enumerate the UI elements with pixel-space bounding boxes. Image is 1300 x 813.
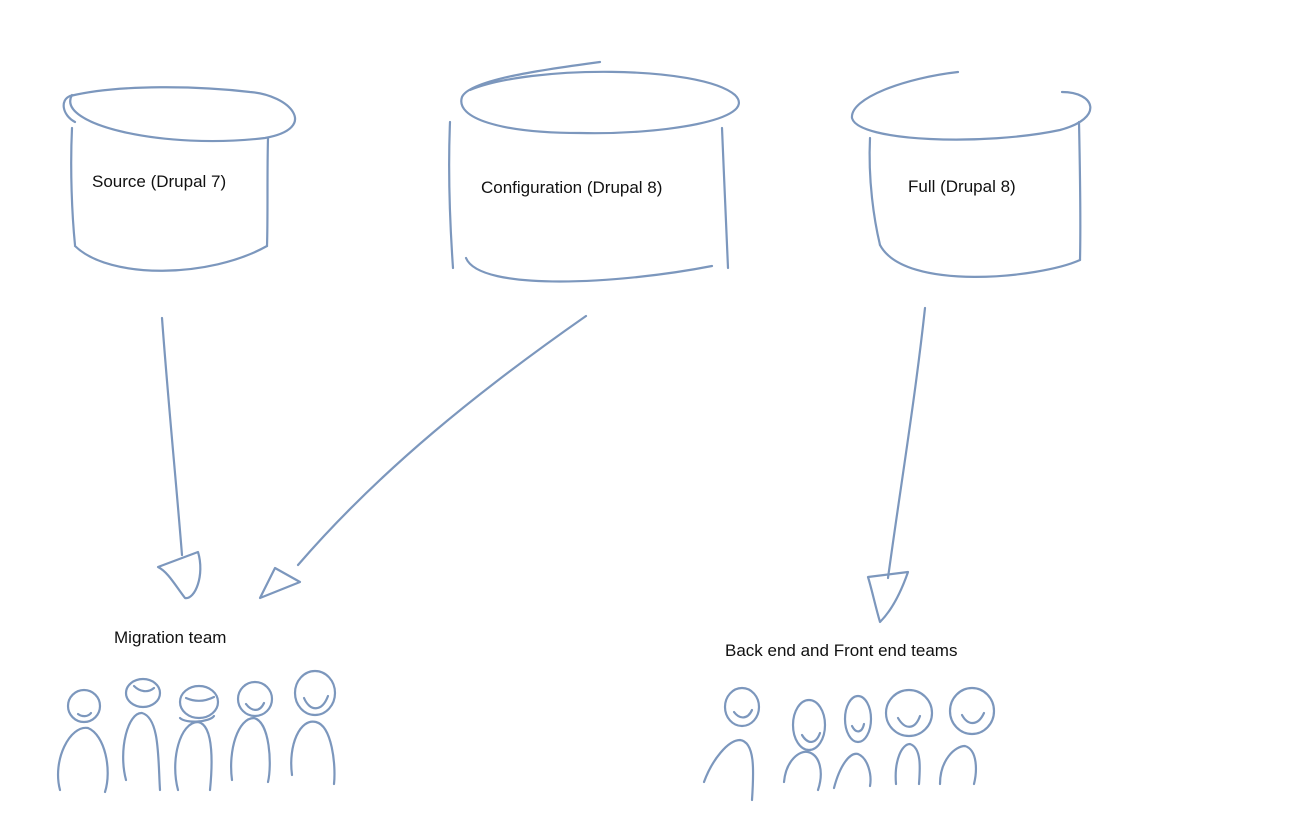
database-full-right-wall — [1077, 120, 1082, 262]
person — [938, 686, 996, 786]
arrow-source-shaft — [160, 316, 184, 557]
arrow-configuration-shaft — [296, 314, 588, 567]
database-full-label: Full (Drupal 8) — [908, 177, 1016, 196]
database-configuration-top — [460, 60, 740, 135]
database-configuration-bottom — [464, 256, 714, 283]
team-migration-label: Migration team — [114, 628, 226, 647]
database-full: Full (Drupal 8) — [850, 70, 1092, 278]
database-source-label: Source (Drupal 7) — [92, 172, 226, 191]
arrow-configuration-head — [258, 566, 302, 600]
arrow-full-shaft — [886, 306, 927, 580]
database-full-bottom — [878, 243, 1082, 278]
person — [290, 669, 337, 786]
arrow-source-to-migration — [156, 316, 202, 600]
person — [174, 684, 220, 792]
database-source-right-wall — [265, 136, 270, 248]
person — [57, 688, 109, 794]
database-configuration-left-wall — [448, 120, 455, 270]
database-configuration-right-wall — [720, 126, 730, 270]
person — [230, 680, 274, 784]
database-source-left-wall — [70, 126, 77, 247]
team-backend-frontend-label: Back end and Front end teams — [725, 641, 957, 660]
database-source: Source (Drupal 7) — [62, 86, 296, 272]
person — [702, 686, 761, 802]
database-configuration: Configuration (Drupal 8) — [448, 60, 740, 283]
person — [832, 694, 873, 790]
person — [782, 698, 827, 792]
team-migration-people — [57, 669, 337, 794]
arrow-full-head — [866, 570, 910, 624]
database-full-top — [850, 70, 1092, 141]
person — [884, 688, 934, 786]
database-source-top — [62, 86, 296, 143]
person — [122, 677, 162, 792]
team-backend-frontend-people — [702, 686, 996, 802]
database-configuration-label: Configuration (Drupal 8) — [481, 178, 662, 197]
arrow-full-to-backend — [866, 306, 927, 624]
arrow-source-head — [156, 550, 202, 600]
database-source-bottom — [73, 244, 269, 272]
database-full-left-wall — [868, 136, 882, 247]
arrow-configuration-to-migration — [258, 314, 588, 600]
